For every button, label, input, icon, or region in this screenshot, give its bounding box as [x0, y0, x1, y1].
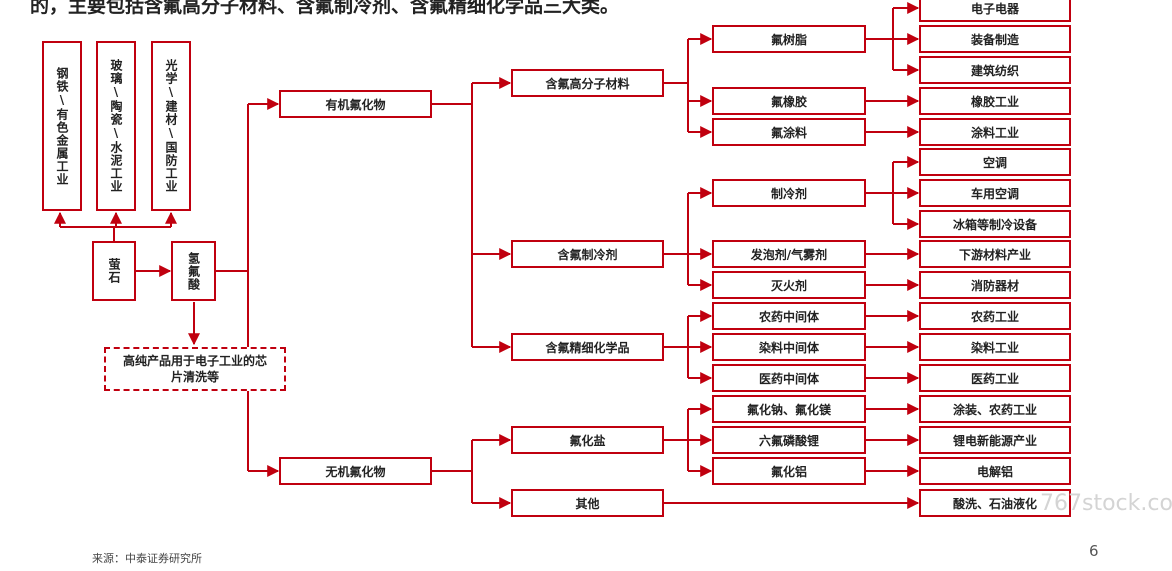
upstream-box-glass: 玻璃\陶瓷\水泥工业: [96, 41, 136, 211]
pharma-industry-box: 医药工业: [919, 364, 1071, 392]
fridge-box: 冰箱等制冷设备: [919, 210, 1071, 238]
resin-box: 氟树脂: [712, 25, 866, 53]
downstream-material-box: 下游材料产业: [919, 240, 1071, 268]
construction-textile-box: 建筑纺织: [919, 56, 1071, 84]
upstream-box-optics: 光学\建材\国防工业: [151, 41, 191, 211]
lipf6-box: 六氟磷酸锂: [712, 426, 866, 454]
fine-chemicals-box: 含氟精细化学品: [511, 333, 664, 361]
pickling-box: 酸洗、石油液化: [919, 489, 1071, 517]
pesticide-industry-box: 农药工业: [919, 302, 1071, 330]
equipment-box: 装备制造: [919, 25, 1071, 53]
electrolytic-al-box: 电解铝: [919, 457, 1071, 485]
rubber-industry-box: 橡胶工业: [919, 87, 1071, 115]
dye-intermediate-box: 染料中间体: [712, 333, 866, 361]
organic-fluoride-box: 有机氟化物: [279, 90, 432, 118]
source-note: 来源：中泰证券研究所: [92, 552, 202, 565]
ac-box: 空调: [919, 148, 1071, 176]
header-text: 的，主要包括含氟高分子材料、含氟制冷剂、含氟精细化学品三大类。: [30, 0, 620, 17]
other-box: 其他: [511, 489, 664, 517]
coating-pesticide-box: 涂装、农药工业: [919, 395, 1071, 423]
car-ac-box: 车用空调: [919, 179, 1071, 207]
page-number: 6: [1089, 542, 1099, 560]
alf3-box: 氟化铝: [712, 457, 866, 485]
pharma-intermediate-box: 医药中间体: [712, 364, 866, 392]
dye-industry-box: 染料工业: [919, 333, 1071, 361]
refrigerant-box: 含氟制冷剂: [511, 240, 664, 268]
inorganic-fluoride-box: 无机氟化物: [279, 457, 432, 485]
foaming-agent-box: 发泡剂/气雾剂: [712, 240, 866, 268]
refrigerant-agent-box: 制冷剂: [712, 179, 866, 207]
fire-equipment-box: 消防器材: [919, 271, 1071, 299]
coating-industry-box: 涂料工业: [919, 118, 1071, 146]
fluoride-salt-box: 氟化盐: [511, 426, 664, 454]
fluorite-box: 萤石: [92, 241, 136, 301]
extinguishing-agent-box: 灭火剂: [712, 271, 866, 299]
high-purity-note: 高纯产品用于电子工业的芯片清洗等: [104, 347, 286, 391]
naf-mgf-box: 氟化钠、氟化镁: [712, 395, 866, 423]
lithium-energy-box: 锂电新能源产业: [919, 426, 1071, 454]
coating-box: 氟涂料: [712, 118, 866, 146]
electronics-box: 电子电器: [919, 0, 1071, 22]
hf-box: 氢氟酸: [171, 241, 216, 301]
watermark: 767stock.co: [1040, 491, 1172, 516]
pesticide-intermediate-box: 农药中间体: [712, 302, 866, 330]
rubber-box: 氟橡胶: [712, 87, 866, 115]
upstream-box-steel: 钢铁\有色金属工业: [42, 41, 82, 211]
polymer-box: 含氟高分子材料: [511, 69, 664, 97]
